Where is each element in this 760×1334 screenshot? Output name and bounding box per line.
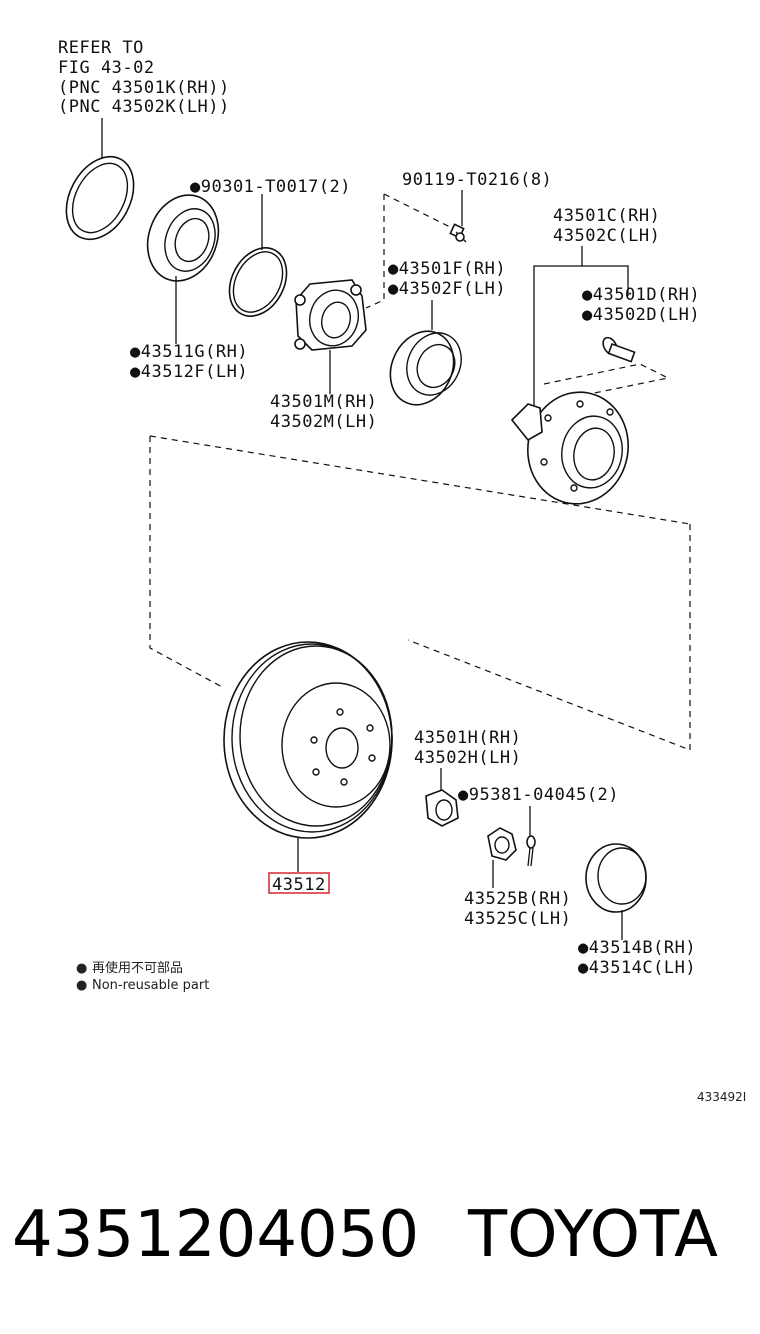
leader-43501c-hub: [533, 246, 583, 410]
bearing-cover: [389, 330, 462, 406]
o-ring: [228, 247, 288, 317]
label-43501m: 43501M(RH): [270, 392, 377, 412]
brake-disc-rotor: [223, 641, 393, 839]
refer-note-line-1: REFER TO: [58, 38, 144, 58]
legend-bullet-1: ●: [76, 961, 87, 976]
leader-43501c-stud: [582, 265, 629, 296]
label-43514b: ●43514B(RH): [578, 938, 696, 958]
label-43514c: ●43514C(LH): [578, 958, 696, 978]
dashed-bolt-path-1: [365, 194, 385, 309]
refer-note: REFER TO FIG 43-02 (PNC 43501K(RH)) (PNC…: [58, 38, 230, 117]
footer-part-number: 4351204050: [12, 1198, 419, 1272]
label-43502c: 43502C(LH): [553, 226, 660, 246]
hub-bolt: [449, 223, 467, 243]
label-43501c: 43501C(RH): [553, 206, 660, 226]
legend: ● 再使用不可部品 ● Non-reusable part: [76, 960, 209, 993]
label-43525b: 43525B(RH): [464, 889, 571, 909]
label-95381: ●95381-04045(2): [458, 785, 619, 805]
dashed-bolt-path-2: [383, 193, 453, 229]
label-43501h: 43501H(RH): [414, 728, 521, 748]
legend-text-cn: 再使用不可部品: [92, 960, 183, 976]
label-90119: 90119-T0216(8): [402, 170, 552, 190]
label-43501f: ●43501F(RH): [388, 259, 506, 279]
label-43501d: ●43501D(RH): [582, 285, 700, 305]
dashed-rotor-path-top: [149, 435, 691, 525]
hub-nut: [425, 789, 459, 827]
grease-cap: [585, 843, 647, 913]
refer-note-line-3: (PNC 43501K(RH)): [58, 78, 230, 98]
hub-flange: [510, 391, 629, 505]
highlight-box-43512: [268, 872, 330, 894]
dashed-rotor-path-right: [407, 524, 691, 751]
label-43502d: ●43502D(LH): [582, 305, 700, 325]
label-43512[interactable]: 43512: [272, 875, 326, 895]
dashed-rotor-path-left: [149, 436, 225, 689]
refer-note-line-2: FIG 43-02: [58, 58, 155, 78]
label-43525c: 43525C(LH): [464, 909, 571, 929]
label-43502f: ●43502F(LH): [388, 279, 506, 299]
hub-stud: [602, 336, 636, 363]
figure-code: 433492I: [697, 1090, 746, 1104]
label-90301: ●90301-T0017(2): [190, 177, 351, 197]
cotter-pin: [526, 835, 536, 867]
footer-brand: TOYOTA: [467, 1198, 718, 1272]
label-43502h: 43502H(LH): [414, 748, 521, 768]
refer-note-line-4: (PNC 43502K(LH)): [58, 97, 230, 117]
label-43502m: 43502M(LH): [270, 412, 377, 432]
wheel-bearing: [146, 194, 220, 282]
legend-bullet-2: ●: [76, 978, 87, 993]
legend-text-en: Non-reusable part: [92, 978, 209, 993]
oil-seal-ring: [65, 155, 135, 241]
label-43512f: ●43512F(LH): [130, 362, 248, 382]
label-43511g: ●43511G(RH): [130, 342, 248, 362]
hub-carrier: [294, 279, 367, 351]
dashed-stud-path: [543, 363, 670, 401]
nut-lock-cap: [487, 827, 517, 861]
